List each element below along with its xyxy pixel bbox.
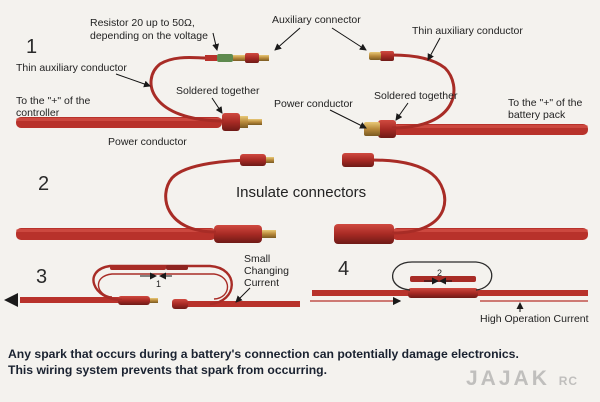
resistor-element (205, 53, 269, 63)
panel2-right-aux-loop (371, 158, 447, 235)
resistor-label-line2: depending on the voltage (90, 30, 208, 42)
step-1-number: 1 (26, 36, 37, 58)
thin-aux-left-label: Thin auxiliary conductor (16, 62, 127, 74)
caption-line1: Any spark that occurs during a battery's… (8, 347, 519, 361)
power-conductor-mid-label: Power conductor (274, 98, 353, 110)
panel3-wiring (4, 264, 300, 309)
watermark-logo: JAJAK RC (466, 367, 578, 391)
to-controller-line1: To the "+" of the (16, 95, 90, 107)
panel2-right-aux-connector (342, 153, 374, 167)
to-battery-line2: battery pack (508, 109, 566, 121)
caption: Any spark that occurs during a battery's… (8, 346, 592, 378)
wiring-diagram: 1 Resistor 20 up to 50Ω, depending on th… (4, 14, 589, 325)
insulate-connectors-label: Insulate connectors (236, 184, 366, 201)
step-3-number: 3 (36, 266, 47, 288)
right-power-conductor (364, 120, 588, 138)
auxiliary-connector-label: Auxiliary connector (272, 14, 361, 26)
right-thin-aux-conductor (391, 53, 456, 130)
soldered-right-label: Soldered together (374, 90, 458, 102)
panel2-left-cable (16, 225, 276, 243)
panel4-wiring (310, 261, 588, 312)
watermark-brand: JAJAK (466, 367, 550, 390)
caption-line2: This wiring system prevents that spark f… (8, 363, 327, 377)
small-current-line2: Changing (244, 265, 289, 277)
small-current-line3: Current (244, 277, 279, 289)
marker-2: 2 (437, 268, 442, 278)
to-battery-line1: To the "+" of the (508, 97, 582, 109)
resistor-label-line1: Resistor 20 up to 50Ω, (90, 17, 195, 29)
thin-aux-right-label: Thin auxiliary conductor (412, 25, 523, 37)
step-2-number: 2 (38, 173, 49, 195)
right-aux-connector (369, 51, 394, 61)
soldered-left-label: Soldered together (176, 85, 260, 97)
panel2-left-aux-loop (164, 158, 259, 234)
left-thin-aux-conductor (149, 56, 225, 123)
watermark-suffix: RC (558, 374, 579, 388)
high-current-label: High Operation Current (480, 313, 589, 325)
panel2-right-cable (334, 224, 588, 244)
left-power-conductor (16, 113, 262, 131)
marker-1: 1 (156, 279, 161, 289)
step-4-number: 4 (338, 258, 349, 280)
panel2-left-aux-connector (240, 154, 274, 166)
to-controller-line2: controller (16, 107, 60, 119)
power-conductor-left-label: Power conductor (108, 136, 187, 148)
small-current-line1: Small (244, 253, 270, 265)
